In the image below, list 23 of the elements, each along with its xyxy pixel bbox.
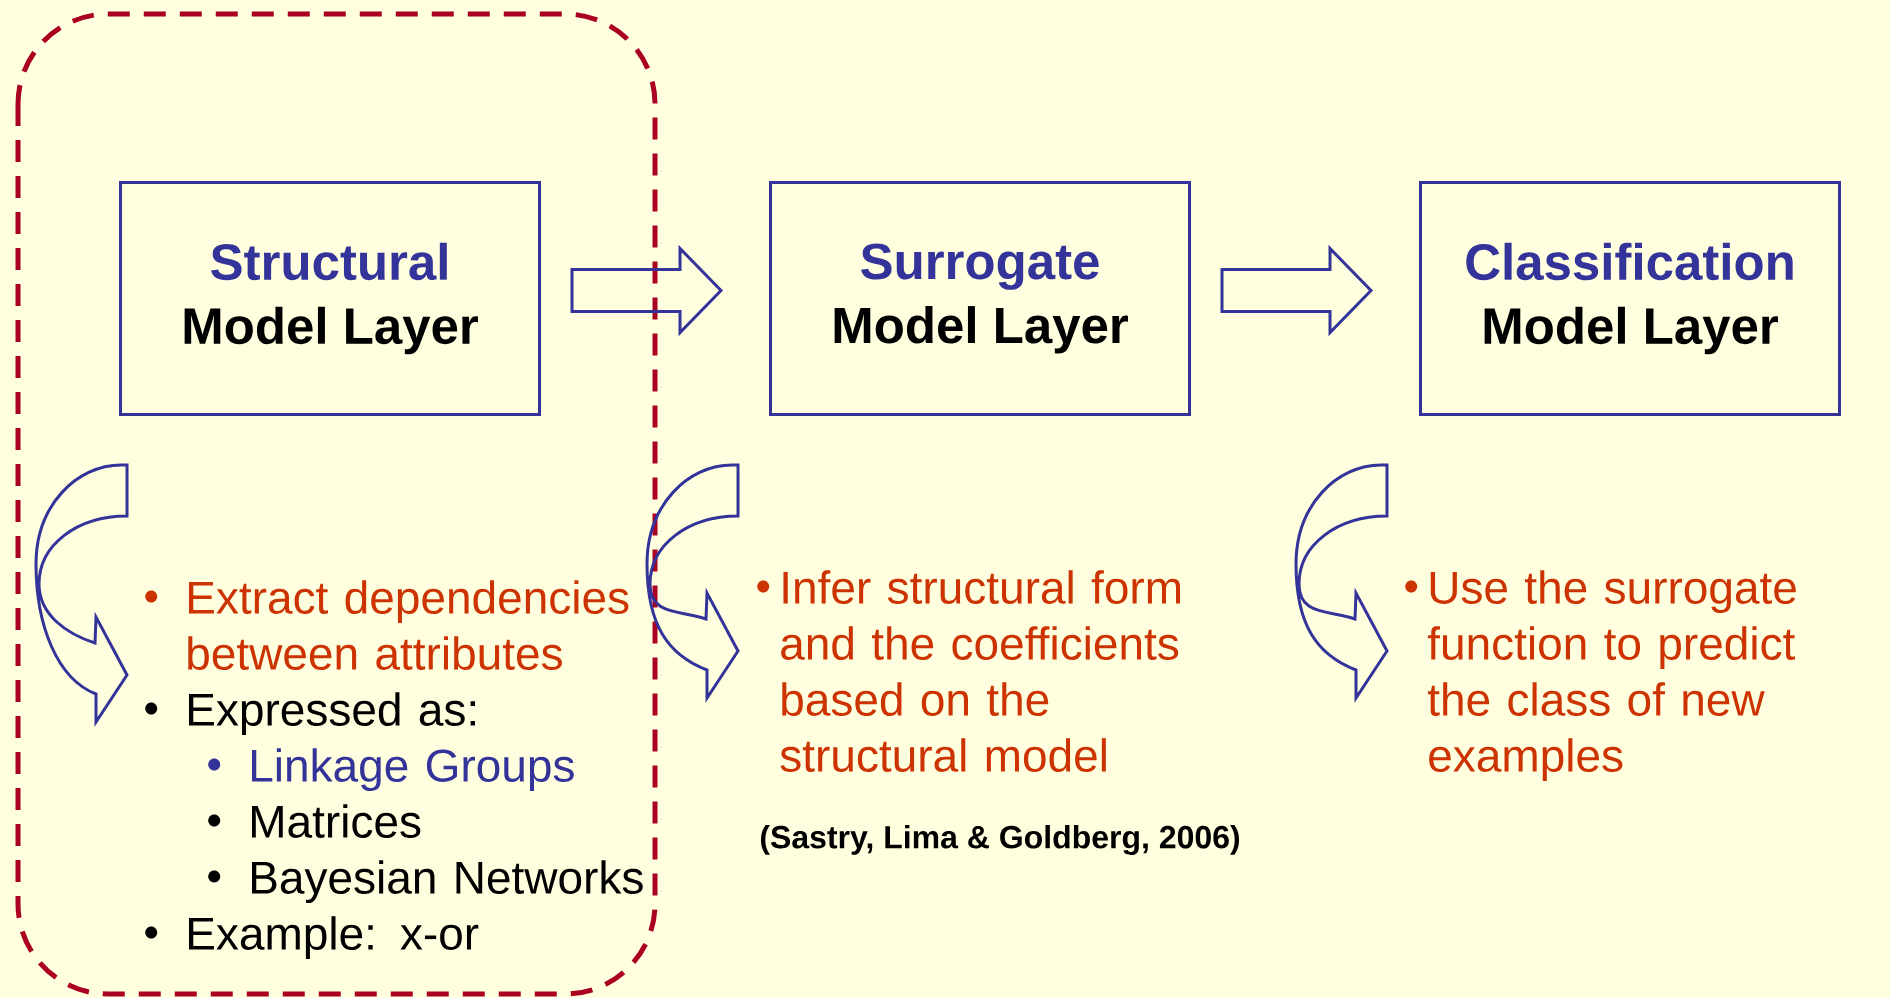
list-item: Infer structural form and the coefficients based on the structural model	[780, 570, 1180, 772]
list-item: Linkage Groups	[252, 748, 574, 792]
curved-arrow	[1294, 463, 1389, 700]
process-box	[1419, 181, 1841, 416]
process-box	[769, 181, 1191, 416]
box-title: Model Layer	[834, 306, 1128, 354]
curved-arrow	[645, 463, 740, 700]
block-arrow	[1220, 244, 1374, 337]
citation: (Sastry, Lima & Goldberg, 2006)	[760, 825, 1240, 855]
box-title: Model Layer	[1484, 306, 1778, 355]
list-item: Bayesian Networks	[252, 860, 643, 904]
list-item: Extract dependencies between attributes	[188, 580, 629, 670]
box-title: Structural	[211, 242, 447, 281]
box-title: Classification	[1466, 242, 1793, 281]
box-title: Model Layer	[184, 306, 478, 355]
box-title: Surrogate	[861, 243, 1099, 290]
list-item: Matrices	[252, 804, 421, 838]
list-item: Expressed as:	[189, 692, 475, 736]
block-arrow	[570, 244, 724, 337]
process-box	[119, 181, 541, 416]
list-item: Use the surrogate function to predict the class of new examples	[1427, 570, 1796, 782]
list-item: Example: x-or	[189, 916, 479, 960]
curved-arrow	[34, 463, 129, 724]
